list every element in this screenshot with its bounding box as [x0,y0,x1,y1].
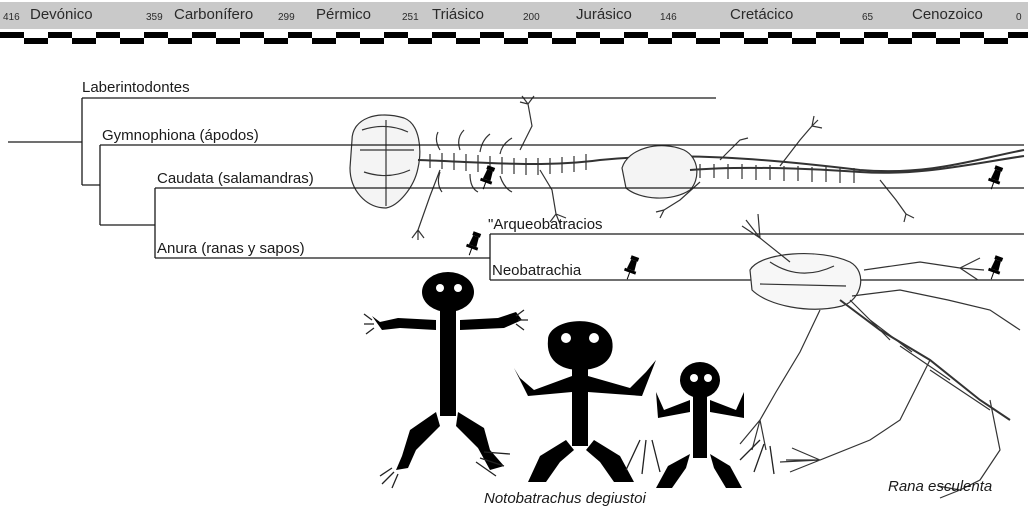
clade-label-gymnophiona: Gymnophiona (ápodos) [102,127,259,144]
clade-label-neobatrachia: Neobatrachia [492,262,582,279]
frog-silhouette-2 [514,321,656,482]
pushpin-icon [478,165,497,192]
clade-label-laberintodontes: Laberintodontes [82,79,190,96]
clade-label-caudata: Caudata (salamandras) [157,170,314,187]
clade-label-anura: Anura (ranas y sapos) [157,240,305,257]
species-label-notobatrachus: Notobatrachus degiustoi [484,490,646,507]
pushpin-icon [622,255,641,282]
species-label-rana: Rana esculenta [888,478,992,495]
frog-skeleton [740,214,1020,498]
frog-silhouette-1 [372,272,522,470]
clade-label-arqueobatracios: "Arqueobatracios [488,216,603,233]
pushpin-icon [986,165,1005,192]
pushpin-icon [464,231,483,258]
salamander-skeleton [350,96,1024,240]
frog-silhouette-3 [656,362,744,488]
pushpin-icon [986,255,1005,282]
